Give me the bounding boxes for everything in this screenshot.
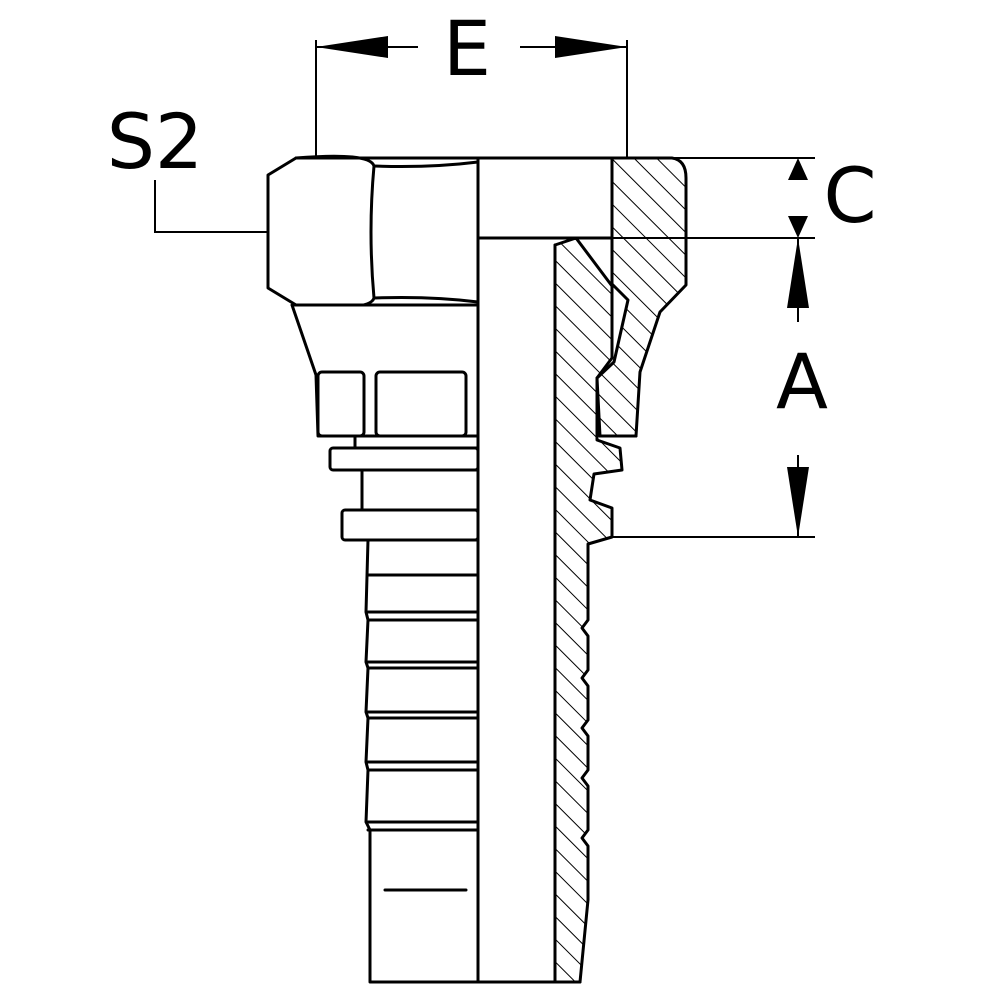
fitting-exterior-half	[266, 154, 480, 984]
hex-curve-bottom	[372, 296, 480, 304]
hex-edge-1	[369, 164, 376, 300]
nut-flat-1	[316, 370, 366, 438]
stem-section	[553, 236, 624, 984]
label-c: C	[823, 151, 876, 240]
nut-section	[595, 156, 688, 438]
arrow-c-top-icon	[788, 158, 808, 180]
label-a: A	[776, 337, 828, 426]
arrow-c-bottom-icon	[788, 216, 808, 238]
hex-curve-top	[372, 160, 480, 168]
hex-chamfer-top	[294, 154, 376, 168]
label-e: E	[443, 4, 491, 93]
arrow-a-top-icon	[787, 238, 809, 308]
leader-s2: S2	[107, 97, 317, 244]
dimension-e: E	[315, 4, 628, 158]
fitting-section-half	[553, 156, 688, 984]
label-s2: S2	[107, 97, 204, 186]
collar-groove	[360, 468, 480, 512]
arrow-a-bottom-icon	[787, 467, 809, 537]
collar-neck	[353, 434, 480, 450]
collar-ring-1	[328, 446, 480, 472]
leader-line	[154, 180, 305, 233]
arrow-right-icon	[555, 36, 627, 58]
arrow-left-icon	[316, 36, 388, 58]
collar-ring-2	[340, 508, 480, 542]
